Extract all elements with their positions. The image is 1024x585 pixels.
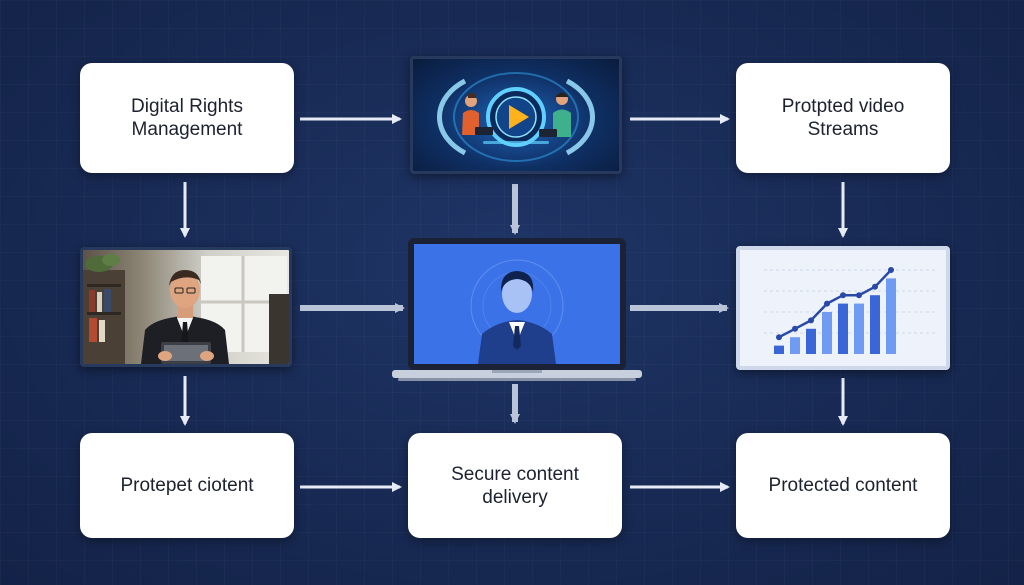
node-secure-content-delivery: Secure content delivery [408,433,622,538]
node-protected-content: Protected content [736,433,950,538]
video-illustration [410,56,622,174]
node-label: Protpted video Streams [781,96,905,140]
chart-bar [774,345,784,354]
chart-point [888,267,894,273]
chart-bar [870,295,880,354]
laptop-illustration [392,238,642,382]
chart-bar [806,328,816,354]
user-avatar-icon [392,238,642,381]
chart-point [872,283,878,290]
chart-trend-line [778,269,892,339]
chart-point [792,325,798,332]
growth-chart-panel [736,246,950,370]
chart-point [808,317,814,324]
chart-point [840,292,846,299]
video-play-icon [437,72,595,162]
professional-with-tablet [83,254,289,364]
node-protected-video-streams: Protpted video Streams [736,63,950,173]
node-protept-content: Protepet ciotent [80,433,294,538]
professional-with-tablet-photo [80,247,292,367]
chart-point [856,292,862,299]
growth-chart-icon [764,267,936,354]
node-digital-rights-management: Digital Rights Management [80,63,294,173]
node-label: Protected content [768,475,918,496]
chart-bar [854,303,864,354]
chart-bar [790,337,800,354]
chart-bar [838,303,848,354]
chart-bar [886,278,896,354]
chart-point [824,300,830,307]
node-label: Secure content delivery [451,463,579,508]
node-label: Digital Rights Management [131,96,243,140]
chart-point [776,334,782,341]
node-label: Protepet ciotent [120,475,254,496]
chart-bar [822,312,832,354]
